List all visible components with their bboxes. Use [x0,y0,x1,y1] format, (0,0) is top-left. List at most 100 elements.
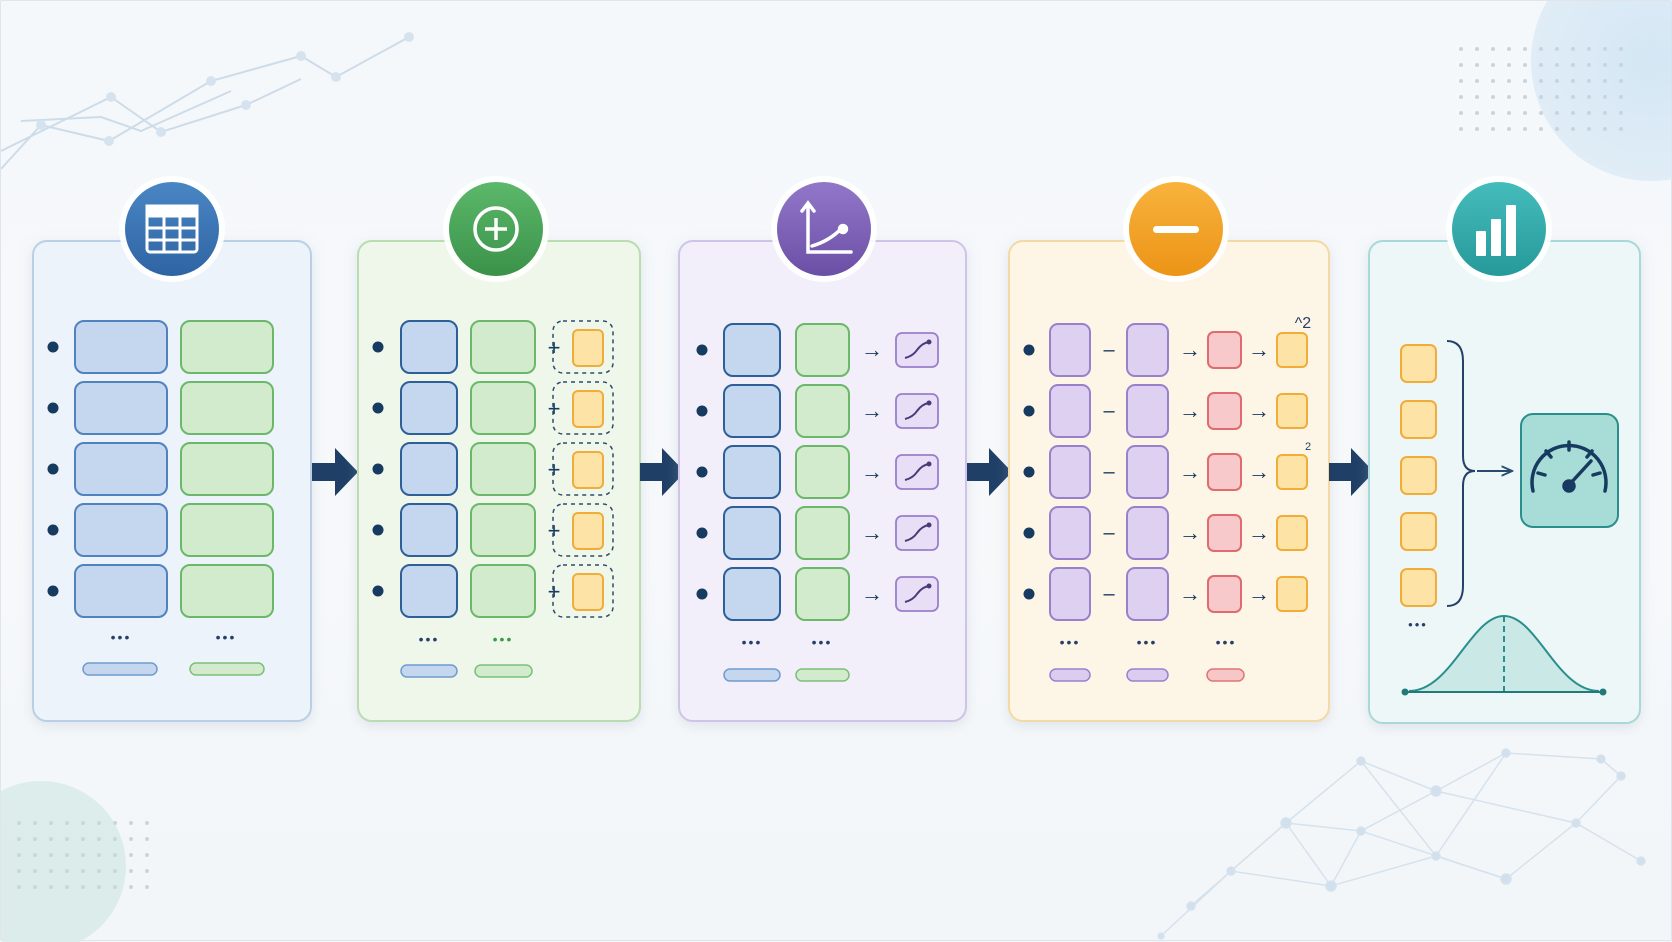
decorative-dot [1619,127,1623,131]
decorative-dot [1571,63,1575,67]
decorative-dot [81,837,85,841]
squared-residual-cell [1276,515,1308,551]
fit-curve-icon [904,402,930,420]
decorative-dot [33,885,37,889]
decorative-dot [1459,47,1463,51]
squared-error-cell [1400,512,1437,551]
minus-operator: – [1103,339,1115,361]
decorative-dot [1587,127,1591,131]
predicted-value-cell [1126,567,1169,621]
decorative-dot [145,837,149,841]
decorative-dot [1571,111,1575,115]
decorative-dot [1603,111,1607,115]
decorative-dot [1571,127,1575,131]
decorative-line-chart-icon [1,32,414,170]
decorative-dot [1475,79,1479,83]
ellipsis-column-2: ••• [216,629,237,645]
decorative-dot [1507,95,1511,99]
ellipsis-column-1: ••• [111,629,132,645]
decorative-dot [33,853,37,857]
row-bullet [696,466,708,478]
residual-cell [1207,575,1242,613]
score-gauge-card [1520,413,1619,528]
row-bullet [1023,527,1035,539]
data-cell-target [795,567,850,621]
decorative-dot [1459,95,1463,99]
decorative-dot [1555,127,1559,131]
arrow-operator: → [1179,398,1201,423]
flow-arrow-4 [1329,448,1374,496]
data-cell-target [180,442,274,496]
gauge-icon [1530,440,1608,493]
column-footer-bar [82,662,158,676]
predicted-value-cell [1126,323,1169,377]
decorative-dot [113,885,117,889]
decorative-dot [49,853,53,857]
decorative-dot [1475,111,1479,115]
predicted-value-cell [1126,506,1169,560]
data-cell-feature [723,506,781,560]
fit-point [926,339,932,345]
decorative-dot [1571,47,1575,51]
fit-point [926,522,932,528]
decorative-dot [33,869,37,873]
plus-operator: + [548,518,561,543]
decorative-dot [1491,127,1495,131]
data-cell-target [795,384,850,438]
predicted-value-cell [1126,384,1169,438]
row-bullet [47,402,59,414]
decorative-dot [1587,95,1591,99]
ellipsis-column-3: ••• [1216,634,1237,650]
decorative-dot [1587,111,1591,115]
minus-operator: – [1103,461,1115,483]
decorative-dot [17,869,21,873]
data-cell-feature [74,442,168,496]
data-cell-target [180,564,274,618]
arrow-operator: → [1248,337,1270,362]
data-cell-target [795,445,850,499]
decorative-dot [1507,111,1511,115]
fit-point [926,461,932,467]
arrow-operator: → [1179,337,1201,362]
decorative-dot [17,885,21,889]
decorative-network-icon [1157,748,1646,940]
decorative-dot [1507,127,1511,131]
square-label-mid: 2 [1305,441,1311,453]
decorative-dot [1459,63,1463,67]
data-cell-feature [74,381,168,435]
row-bullet [47,585,59,597]
decorative-dot [1539,127,1543,131]
row-bullet [372,341,384,353]
decorative-dot [1603,63,1607,67]
minus-operator: – [1103,583,1115,605]
decorative-dot [1619,47,1623,51]
decorative-dot-grid-bottom-left [17,821,149,889]
flow-arrow-2 [640,448,685,496]
decorative-dot [1491,111,1495,115]
actual-value-cell [1049,384,1091,438]
decorative-dot [1555,79,1559,83]
decorative-blob-top-right [1531,1,1672,181]
decorative-dot [1507,79,1511,83]
stage-panel-result: ••• [1368,176,1641,724]
decorative-dot [17,837,21,841]
column-footer-bar [723,668,781,682]
minus-operator: – [1103,400,1115,422]
row-bullet [696,405,708,417]
added-value-cell [572,451,604,489]
data-cell-feature [723,445,781,499]
residual-cell [1207,331,1242,369]
decorative-dot [1555,47,1559,51]
new-column-dashed-frame [552,442,614,496]
decorative-dot [1587,79,1591,83]
decorative-dot-grid-top-right [1459,47,1623,131]
data-cell-target [180,381,274,435]
decorative-dot [1603,95,1607,99]
decorative-dot [81,869,85,873]
decorative-dot [1555,95,1559,99]
flow-arrow-3 [967,448,1012,496]
square-label-top: ^2 [1295,315,1312,332]
aggregation-brace [1446,340,1476,607]
data-cell-target [795,506,850,560]
